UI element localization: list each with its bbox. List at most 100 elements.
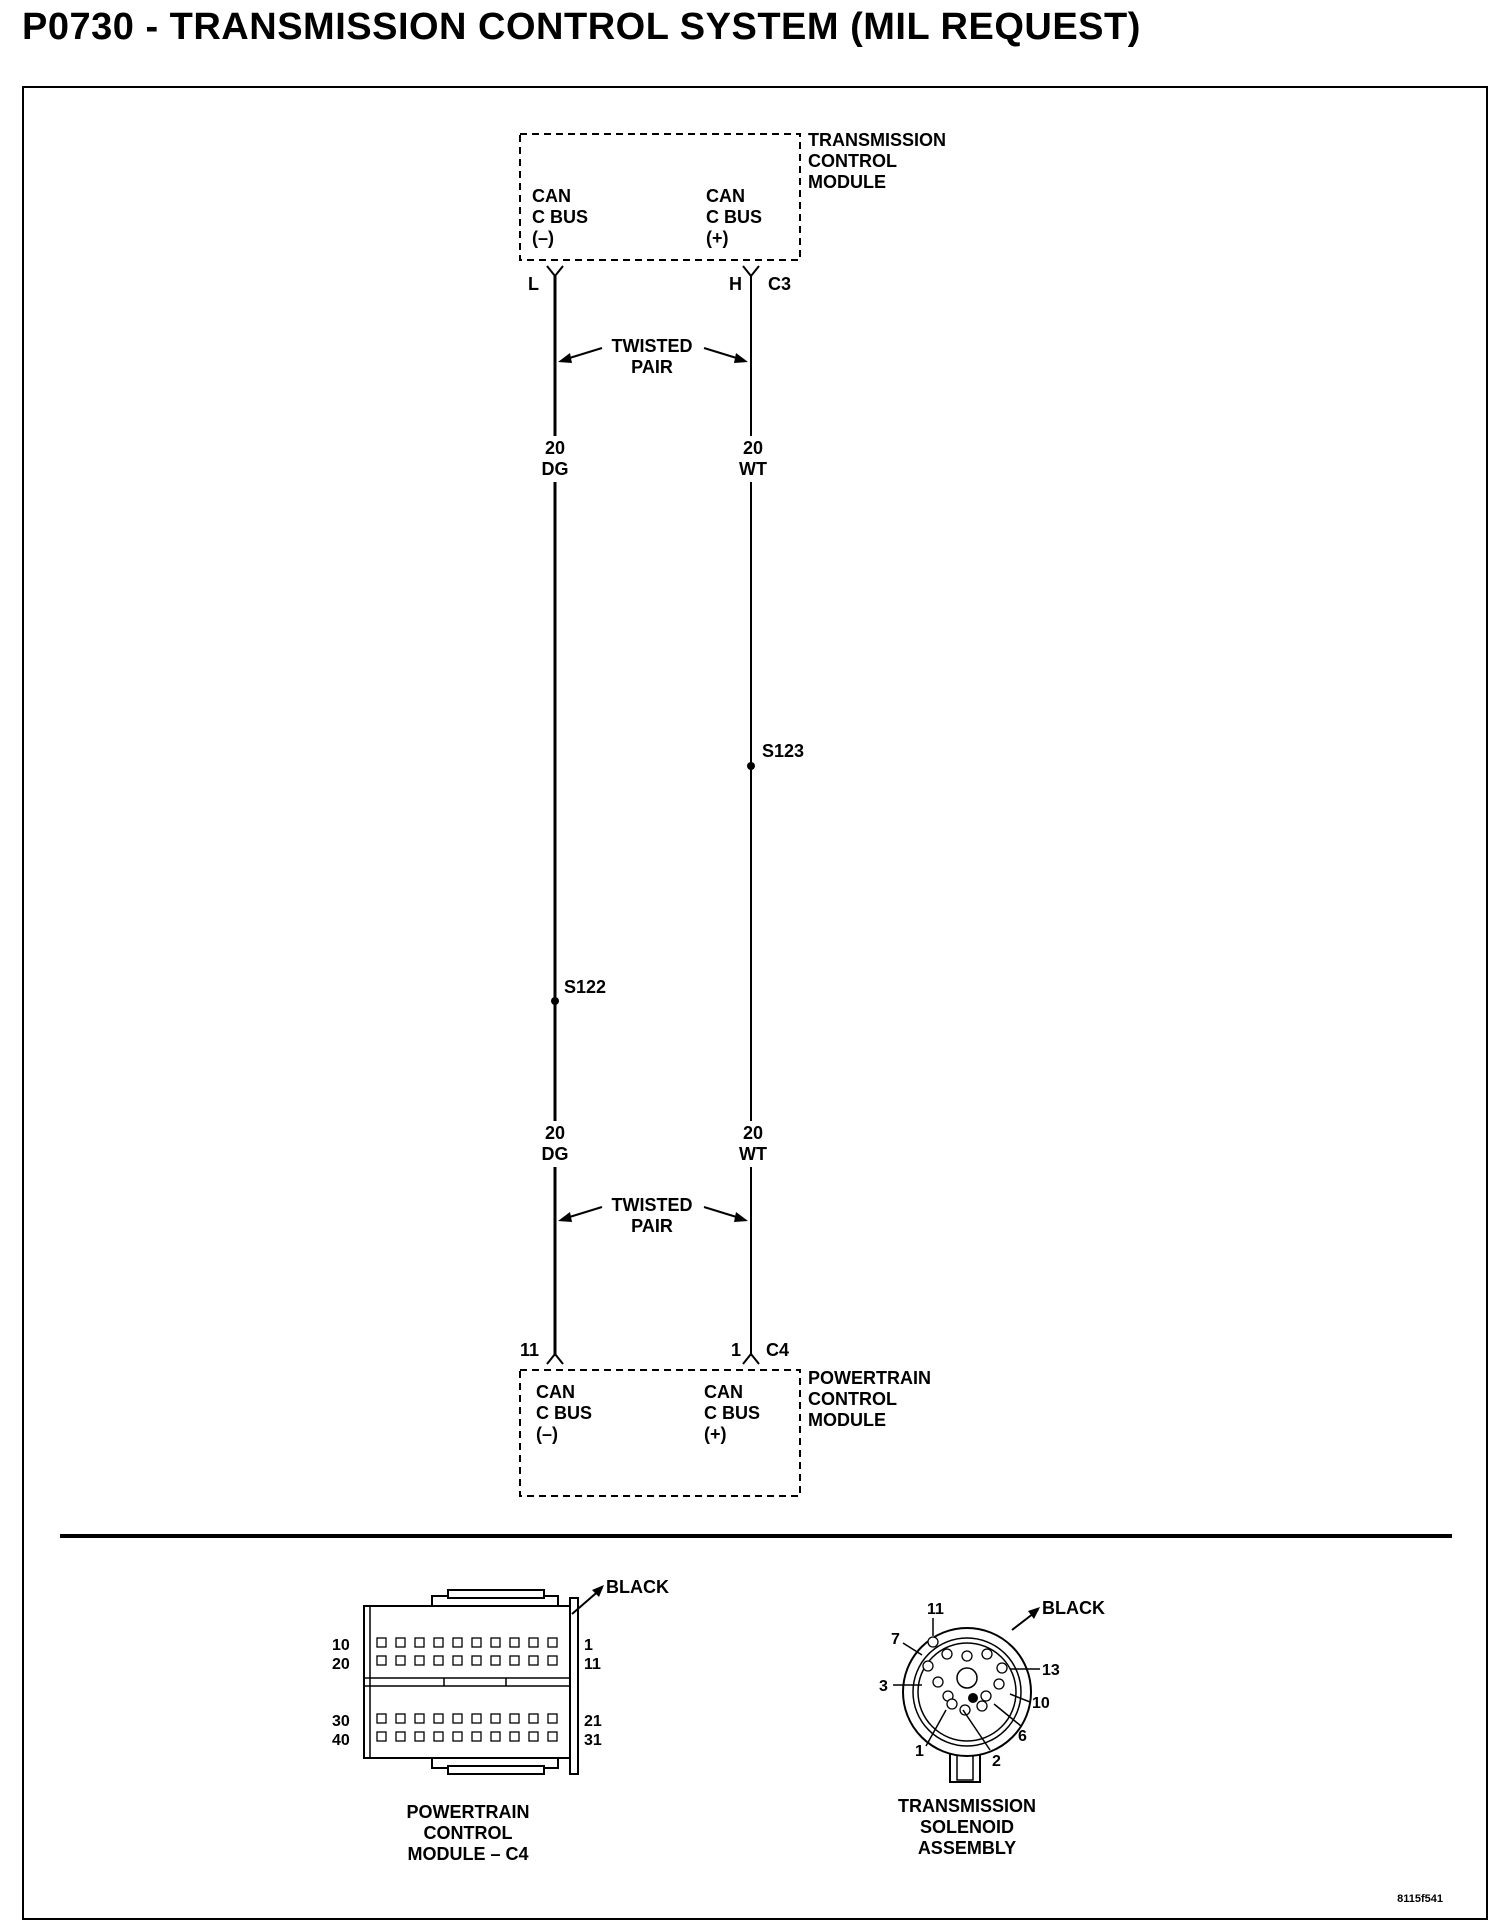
c4-pin-cavity bbox=[433, 1637, 444, 1648]
wiring-diagram: TRANSMISSION CONTROL MODULE CAN C BUS (–… bbox=[60, 130, 1452, 1905]
pcm-module-box bbox=[519, 1369, 801, 1497]
solenoid-pin-cavity bbox=[961, 1650, 973, 1662]
solenoid-pin-label-10: 10 bbox=[1032, 1695, 1050, 1712]
c4-pin-cavity bbox=[509, 1731, 520, 1742]
solenoid-pin-cavity bbox=[922, 1660, 934, 1672]
tcm-left-pin-label: L bbox=[528, 274, 539, 294]
tcm-name-line-2: CONTROL bbox=[808, 151, 897, 171]
twisted-pair-top-line-1: TWISTED bbox=[612, 336, 693, 356]
c4-pin-cavity bbox=[376, 1655, 387, 1666]
wire-left-gauge-bottom: 20 bbox=[545, 1123, 565, 1143]
solenoid-pin-label-11: 11 bbox=[927, 1601, 944, 1618]
pcm-module: 11 1 C4 POWERTRAIN CONTROL MODULE CAN C … bbox=[519, 1340, 931, 1497]
c4-pin-cavity bbox=[471, 1731, 482, 1742]
tcm-connector-label: C3 bbox=[768, 274, 791, 294]
c4-color-label: BLACK bbox=[606, 1577, 669, 1597]
c4-pin-cavity bbox=[376, 1637, 387, 1648]
c4-pin-cavity bbox=[414, 1637, 425, 1648]
c4-pin-cavity bbox=[395, 1637, 406, 1648]
twisted-pair-top: TWISTED PAIR bbox=[558, 336, 748, 377]
c4-pin-cavity bbox=[414, 1655, 425, 1666]
tcm-right-pin-line-1: CAN bbox=[706, 186, 745, 206]
c4-pin-cavity bbox=[433, 1655, 444, 1666]
c4-pin-cavity bbox=[433, 1713, 444, 1724]
c4-pin-cavity bbox=[547, 1637, 558, 1648]
c4-pin-cavity bbox=[528, 1637, 539, 1648]
c4-pin-cavity bbox=[395, 1731, 406, 1742]
c4-pin-cavity bbox=[490, 1713, 501, 1724]
c4-pin-cavity bbox=[376, 1713, 387, 1724]
c4-pin-cavity bbox=[452, 1655, 463, 1666]
c4-pin-label-1: 1 bbox=[584, 1637, 593, 1654]
c4-name-line-2: CONTROL bbox=[424, 1823, 513, 1843]
c4-color-leader-arrow bbox=[592, 1585, 604, 1597]
tcm-module: TRANSMISSION CONTROL MODULE CAN C BUS (–… bbox=[519, 130, 946, 294]
c4-pin-cavity bbox=[509, 1713, 520, 1724]
c4-pin-cavity bbox=[376, 1731, 387, 1742]
pcm-left-pin-line-1: CAN bbox=[536, 1382, 575, 1402]
wire-left-color-bottom: DG bbox=[542, 1144, 569, 1164]
c4-pin-cavity bbox=[528, 1655, 539, 1666]
c4-pin-label-10: 10 bbox=[332, 1637, 350, 1654]
c4-pin-cavity bbox=[547, 1731, 558, 1742]
tcm-name-line-3: MODULE bbox=[808, 172, 886, 192]
wire-left-gauge-top: 20 bbox=[545, 438, 565, 458]
solenoid-pin-cavity bbox=[927, 1636, 939, 1648]
twisted-pair-top-arrowhead-right bbox=[734, 353, 748, 363]
solenoid-inner-ring bbox=[912, 1637, 1022, 1747]
solenoid-color-label: BLACK bbox=[1042, 1598, 1105, 1618]
c4-pin-cavity bbox=[471, 1713, 482, 1724]
solenoid-inner-ring bbox=[917, 1642, 1017, 1742]
solenoid-outer-ring bbox=[902, 1627, 1032, 1757]
solenoid-pin-cavity bbox=[932, 1676, 944, 1688]
c4-pin-cavity bbox=[452, 1713, 463, 1724]
pcm-c4-connector-view: BLACK 10 20 30 40 1 11 21 31 POWERTRAIN … bbox=[332, 1577, 669, 1864]
solenoid-pin-label-6: 6 bbox=[1018, 1728, 1027, 1745]
solenoid-name-line-2: SOLENOID bbox=[920, 1817, 1014, 1837]
pcm-left-pin-label: 11 bbox=[520, 1340, 539, 1360]
c4-side-flange bbox=[569, 1597, 579, 1775]
page-title: P0730 - TRANSMISSION CONTROL SYSTEM (MIL… bbox=[22, 6, 1141, 48]
tcm-right-pin-line-3: (+) bbox=[706, 228, 729, 248]
wire-right-color-bottom: WT bbox=[739, 1144, 767, 1164]
tcm-left-pin-line-1: CAN bbox=[532, 186, 571, 206]
solenoid-leader bbox=[962, 1709, 991, 1751]
solenoid-pin-cavity bbox=[996, 1662, 1008, 1674]
wire-label-bg bbox=[536, 1121, 574, 1167]
pcm-name-line-1: POWERTRAIN bbox=[808, 1368, 931, 1388]
c4-pin-cavities bbox=[376, 1637, 558, 1742]
tcm-right-pin-terminal bbox=[742, 265, 760, 278]
pcm-right-pin-line-3: (+) bbox=[704, 1424, 727, 1444]
c4-pin-label-40: 40 bbox=[332, 1732, 350, 1749]
wire-right-gauge-bottom: 20 bbox=[743, 1123, 763, 1143]
c4-pin-label-21: 21 bbox=[584, 1713, 602, 1730]
c4-pin-label-31: 31 bbox=[584, 1732, 602, 1749]
c4-bottom-latch-tab bbox=[447, 1765, 545, 1775]
pcm-right-pin-line-2: C BUS bbox=[704, 1403, 760, 1423]
c4-top-latch-tab bbox=[447, 1589, 545, 1599]
tcm-left-pin-line-2: C BUS bbox=[532, 207, 588, 227]
tcm-right-pin-line-2: C BUS bbox=[706, 207, 762, 227]
solenoid-pin-label-7: 7 bbox=[891, 1631, 900, 1648]
c4-pin-cavity bbox=[452, 1637, 463, 1648]
solenoid-pin-cavity bbox=[980, 1690, 992, 1702]
splice-s123-label: S123 bbox=[762, 741, 804, 761]
c4-pin-cavity bbox=[471, 1655, 482, 1666]
figure-id: 8115f541 bbox=[1397, 1893, 1443, 1905]
c4-pin-cavity bbox=[414, 1731, 425, 1742]
tcm-name-line-1: TRANSMISSION bbox=[808, 130, 946, 150]
tcm-module-box bbox=[519, 133, 801, 261]
splice-s123-dot bbox=[747, 762, 755, 770]
solenoid-pin-cavity bbox=[946, 1698, 958, 1710]
diagram-frame: TRANSMISSION CONTROL MODULE CAN C BUS (–… bbox=[22, 86, 1488, 1920]
twisted-pair-top-line-2: PAIR bbox=[631, 357, 673, 377]
solenoid-name-line-3: ASSEMBLY bbox=[918, 1838, 1016, 1858]
twisted-pair-bottom-line-2: PAIR bbox=[631, 1216, 673, 1236]
c4-pin-label-30: 30 bbox=[332, 1713, 350, 1730]
pcm-left-pin-line-3: (–) bbox=[536, 1424, 558, 1444]
solenoid-connector-view: 11 7 3 1 2 6 10 13 BLACK TRANSMISSION SO… bbox=[879, 1598, 1105, 1858]
tcm-left-pin-line-3: (–) bbox=[532, 228, 554, 248]
c4-name-line-3: MODULE – C4 bbox=[407, 1844, 528, 1864]
c4-pin-cavity bbox=[395, 1713, 406, 1724]
solenoid-pin-label-13: 13 bbox=[1042, 1662, 1060, 1679]
